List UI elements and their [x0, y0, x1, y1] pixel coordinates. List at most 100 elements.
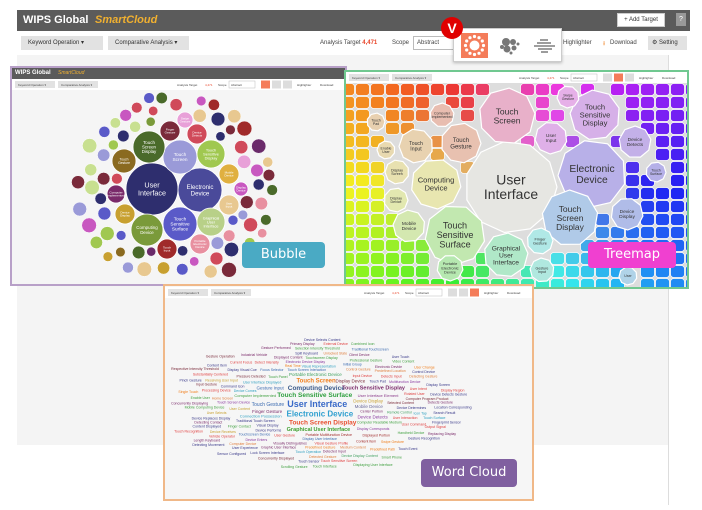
word-cloud-word[interactable]: User Gesture [274, 433, 295, 437]
bubble[interactable] [215, 131, 226, 142]
word-cloud-word[interactable]: Detects Input [381, 375, 402, 379]
word-cloud-word[interactable]: Control Device [412, 370, 435, 374]
treemap-cell[interactable] [355, 187, 370, 200]
bubble[interactable] [72, 201, 87, 217]
treemap-cell[interactable] [550, 252, 565, 265]
treemap-cell[interactable] [655, 135, 670, 148]
treemap-cell[interactable] [355, 109, 370, 122]
treemap-cell[interactable] [535, 96, 550, 109]
treemap-cell[interactable] [685, 83, 687, 96]
treemap-cell[interactable] [415, 109, 430, 122]
treemap-cell[interactable] [670, 265, 685, 278]
bubble[interactable] [192, 108, 207, 123]
bubble[interactable] [243, 217, 258, 233]
word-cloud-word[interactable]: Display Region [441, 388, 465, 392]
treemap-cell[interactable] [640, 96, 655, 109]
treemap-cell[interactable] [640, 226, 655, 239]
setting-button[interactable]: ⚙ Setting [648, 36, 687, 50]
bubble[interactable] [108, 139, 119, 151]
treemap-cell[interactable] [475, 83, 490, 96]
word-cloud-word[interactable]: Touch Sensitive Surface [277, 392, 352, 399]
treemap-cell[interactable] [400, 96, 415, 109]
treemap-cell[interactable] [670, 200, 685, 213]
word-cloud-word[interactable]: Content Item [207, 363, 227, 367]
word-cloud-word[interactable]: Detect Intensity [255, 361, 279, 365]
word-cloud-word[interactable]: Client Device [349, 353, 370, 357]
treemap-cell[interactable] [460, 83, 475, 96]
word-cloud-word[interactable]: Finger Gesture [252, 409, 283, 414]
treemap-cell[interactable] [346, 161, 355, 174]
word-cloud-word[interactable]: Input Gesture [196, 383, 217, 387]
word-cloud-word[interactable]: Touch Operation [296, 450, 322, 454]
bubble[interactable] [155, 92, 168, 104]
word-cloud-word[interactable]: Visual Display [257, 424, 279, 428]
wordcloud-view-button[interactable] [531, 33, 558, 58]
treemap-cell[interactable] [685, 252, 687, 265]
word-cloud-word[interactable]: Displayed Content [274, 356, 303, 360]
word-cloud-word[interactable]: Touch Sensitive Screen [321, 459, 358, 463]
treemap-cell[interactable] [385, 109, 400, 122]
treemap-cell[interactable] [460, 109, 475, 122]
bubble[interactable] [109, 117, 121, 129]
treemap-cell[interactable] [685, 200, 687, 213]
treemap-cell[interactable] [346, 200, 355, 213]
treemap-cell[interactable] [535, 83, 550, 96]
word-cloud-word[interactable]: Touch Surface [423, 416, 445, 420]
bubble[interactable] [116, 230, 127, 241]
treemap-cell[interactable] [670, 122, 685, 135]
treemap-cell[interactable] [670, 187, 685, 200]
treemap-cell[interactable] [580, 278, 595, 287]
bubble[interactable] [236, 120, 253, 137]
treemap-cell[interactable] [346, 122, 355, 135]
treemap-cell[interactable] [355, 239, 370, 252]
word-cloud-word[interactable]: Displaying User Interface [353, 463, 392, 467]
mini-scope-select[interactable] [570, 73, 598, 82]
word-cloud-word[interactable]: Icon Tap [414, 412, 427, 416]
help-button[interactable]: ? [676, 13, 686, 26]
word-cloud-word[interactable]: Graphical User Interface [287, 427, 351, 433]
word-cloud-word[interactable]: Replacing Display [428, 432, 456, 436]
word-cloud-word[interactable]: Device Comes [234, 389, 257, 393]
bubble[interactable] [157, 261, 170, 275]
word-cloud-word[interactable]: Graphic User Interface [261, 446, 296, 450]
highlighter-button[interactable]: Highlighter [563, 40, 592, 46]
treemap-cell[interactable] [385, 96, 400, 109]
word-cloud-word[interactable]: Combined Icon [351, 342, 375, 346]
word-cloud-word[interactable]: Primary Display [290, 342, 315, 346]
word-cloud-word[interactable]: User Interface Displayed [243, 381, 281, 385]
word-cloud-word[interactable]: Touch Screen Display [289, 419, 357, 426]
treemap-cell[interactable] [685, 213, 687, 226]
mini-view-button[interactable] [470, 288, 479, 297]
word-cloud-word[interactable]: Device Receives [210, 430, 236, 434]
word-cloud-word[interactable]: Device Determines [397, 406, 427, 410]
mini-view-button[interactable] [614, 73, 623, 82]
word-cloud-word[interactable]: Scrolling Gesture [281, 465, 308, 469]
treemap-cell[interactable] [580, 265, 595, 278]
word-cloud-word[interactable]: Display User Interface [303, 437, 337, 441]
word-cloud-word[interactable]: Rotated User [404, 392, 425, 396]
treemap-cell[interactable] [355, 122, 370, 135]
treemap-cell[interactable] [355, 252, 370, 265]
treemap-cell[interactable] [670, 161, 685, 174]
word-cloud-word[interactable]: Search Result [433, 411, 455, 415]
treemap-cell[interactable] [625, 96, 640, 109]
treemap-cell[interactable] [670, 109, 685, 122]
word-cloud-word[interactable]: Detected Input [323, 450, 346, 454]
word-cloud-word[interactable]: User Interface [287, 399, 347, 409]
word-cloud-word[interactable]: Connection Possession [240, 414, 282, 419]
treemap-cell[interactable] [370, 226, 385, 239]
treemap-cell[interactable] [685, 239, 687, 252]
bubble[interactable] [98, 126, 111, 138]
treemap-view-button[interactable] [496, 33, 523, 58]
treemap-cell[interactable] [655, 96, 670, 109]
treemap-cell[interactable] [685, 109, 687, 122]
treemap-cell[interactable] [535, 109, 550, 122]
